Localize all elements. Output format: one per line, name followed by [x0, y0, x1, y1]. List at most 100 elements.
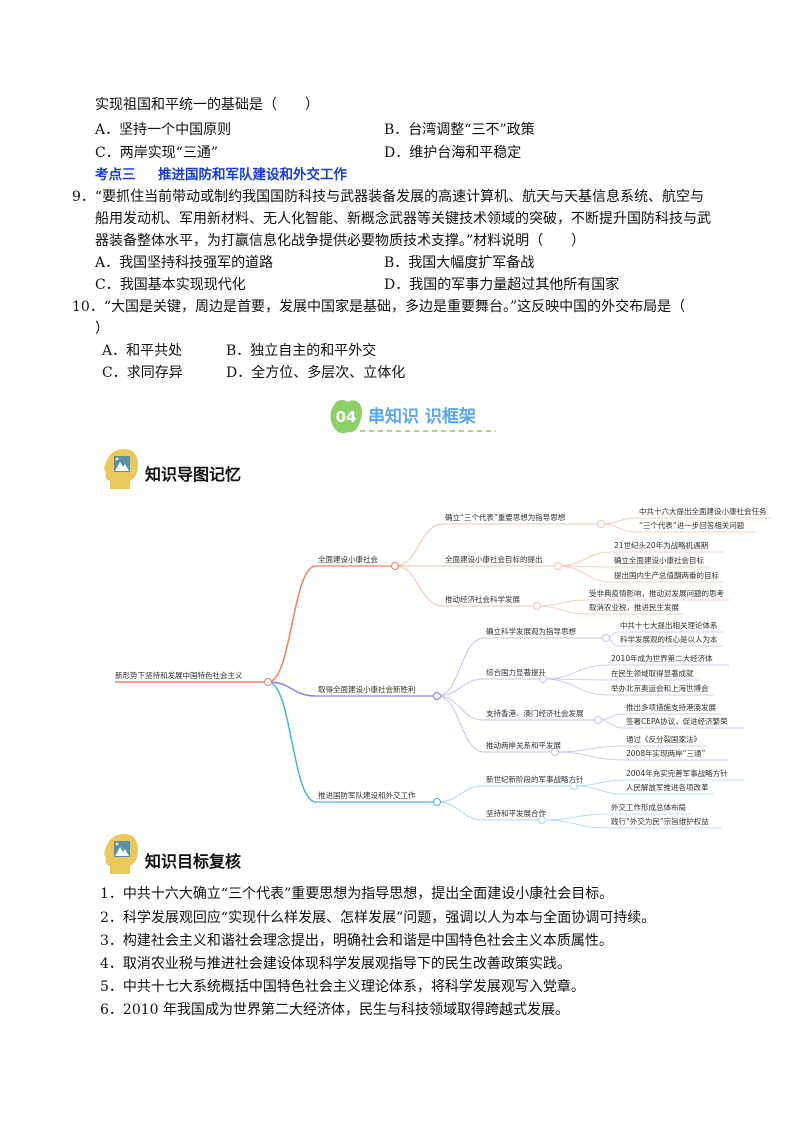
mindmap-collapse-node[interactable]: [594, 716, 602, 724]
head-picture-icon: [104, 449, 138, 489]
mindmap-collapse-node[interactable]: [433, 692, 441, 700]
q8-option-b: B．台湾调整“三不”政策: [384, 122, 535, 138]
q10-option-a: A．和平共处: [102, 343, 183, 359]
mindmap-connector: [394, 523, 444, 567]
mindmap-connector: [542, 678, 610, 696]
q10-option-b: B．独立自主的和平外交: [226, 343, 377, 359]
mindmap-leaf: 2010年成为世界第二大经济体: [611, 654, 713, 663]
mindmap-connector: [394, 565, 444, 607]
mindmap-subbranch: 坚持和平发展合作: [486, 809, 546, 818]
review-item: 6．2010 年我国成为世界第二大经济体，民生与科技领域取得跨越式发展。: [100, 1002, 569, 1018]
mindmap-connector: [600, 517, 638, 525]
mindmap-connector: [554, 751, 625, 761]
mindmap-leaf: 科学发展观的核心是以人为本: [620, 635, 718, 644]
mindmap-collapse-node[interactable]: [539, 675, 547, 683]
section-banner: 04 串知识 识框架: [330, 400, 496, 434]
mindmap-leaf: 受非典疫情影响，推动对发展问题的思考: [589, 589, 724, 598]
q9-stem-1: 9．“要抓住当前带动或制约我国国防科技与武器装备发展的高速计算机、航天与天基信息…: [72, 189, 705, 205]
mindmap-collapse-node[interactable]: [433, 798, 441, 806]
mindmap-connector: [600, 523, 638, 533]
mindmap-subbranch: 新世纪新阶段的军事战略方针: [486, 775, 584, 784]
mindmap-leaf: 通过《反分裂国家法》: [626, 735, 701, 744]
mindmap-connector: [436, 801, 485, 821]
mindmap-leaf: 2008年实现两岸“三通”: [626, 749, 706, 758]
banner-number: 04: [336, 408, 357, 426]
mindmap-leaf: 中共十七大提出相关理论体系: [620, 621, 718, 630]
section-title-mindmap: 知识导图记忆: [145, 465, 242, 484]
mindmap-branch: 全面建设小康社会: [318, 555, 378, 564]
mindmap-subbranch: 确立科学发展观为指导思想: [486, 627, 576, 636]
q10-option-d: D．全方位、多层次、立体化: [226, 365, 406, 381]
q10-stem-1: 10．“大国是关键，周边是首要，发展中国家是基础，多边是重要舞台。”这反映中国的…: [72, 299, 686, 315]
review-item: 5．中共十七大系统概括中国特色社会主义理论体系，将科学发展观写入党章。: [100, 979, 585, 995]
mindmap-collapse-node[interactable]: [533, 602, 541, 610]
mindmap-collapse-node[interactable]: [602, 634, 610, 642]
mindmap-subbranch: 确立“三个代表”重要思想为指导思想: [445, 513, 566, 522]
mindmap-collapse-node[interactable]: [538, 816, 546, 824]
mindmap-leaf: 在民生领域取得显著成就: [611, 669, 694, 678]
mindmap-connector: [573, 785, 625, 795]
q9-stem-2: 船用发动机、军用新材料、无人化智能、新概念武器等关键技术领域的突破，不断提升国防…: [95, 211, 711, 227]
mindmap-leaf: “三个代表”进一步回答相关问题: [639, 521, 745, 530]
review-item: 3．构建社会主义和谐社会理念提出，明确社会和谐是中国特色社会主义本质属性。: [100, 933, 613, 949]
mindmap-connector: [557, 551, 613, 567]
mindmap-connector: [557, 565, 613, 583]
mindmap-connector: [436, 785, 485, 803]
head-picture-icon: [104, 834, 138, 874]
mindmap-subbranch: 支持香港、澳门经济社会发展: [486, 709, 584, 718]
mindmap-collapse-node[interactable]: [264, 678, 272, 686]
review-item: 2．科学发展观回应“实现什么样发展、怎样发展”问题，强调以人为本与全面协调可持续…: [100, 910, 656, 926]
mindmap-leaf: 举办北京奥运会和上海世博会: [611, 684, 709, 693]
mindmap-connector: [436, 695, 485, 721]
mindmap-subbranch: 推动经济社会科学发展: [445, 595, 520, 604]
mindmap-leaf: 签署CEPA协议，促进经济繁荣: [626, 717, 728, 726]
mindmap-connector: [436, 678, 485, 697]
mindmap-leaf: 践行“外交为民”宗旨维护权益: [611, 817, 709, 826]
section-title-review: 知识目标复核: [145, 852, 242, 871]
mindmap-connector: [554, 745, 625, 753]
q10-stem-2: ）: [95, 321, 109, 337]
q8-option-d: D．维护台海和平稳定: [384, 145, 522, 161]
mindmap-leaf: 确立全面建设小康社会目标: [614, 556, 704, 565]
mindmap-connector: [597, 719, 625, 729]
mindmap-connector: [536, 599, 588, 607]
q9-option-c: C．我国基本实现现代化: [95, 277, 246, 293]
mindmap-leaf: 推出多项措施支持港澳发展: [626, 703, 716, 712]
review-item: 4．取消农业税与推进社会建设体现科学发展观指导下的民生改善政策实践。: [100, 956, 571, 972]
q9-option-d: D．我国的军事力量超过其他所有国家: [384, 277, 620, 293]
mindmap-subbranch: 推动两岸关系和平发展: [486, 741, 561, 750]
mindmap-leaf: 取消农业税，推进民生发展: [589, 603, 679, 612]
mindmap-collapse-node[interactable]: [597, 520, 605, 528]
kaodian-title: 推进国防和军队建设和外交工作: [158, 167, 347, 183]
q8-stem-tail: 实现祖国和平统一的基础是（ ）: [95, 97, 319, 113]
mindmap-collapse-node[interactable]: [554, 562, 562, 570]
mindmap-leaf: 2004年充实完善军事战略方针: [626, 769, 728, 778]
mindmap-branch: 取得全面建设小康社会新胜利: [318, 685, 416, 694]
mindmap-root: 新形势下坚持和发展中国特色社会主义: [115, 671, 243, 680]
mindmap-leaf: 中共十六大提出全面建设小康社会任务: [639, 507, 767, 516]
mindmap-connector: [436, 695, 485, 753]
mindmap-collapse-node[interactable]: [551, 748, 559, 756]
banner-title: 串知识 识框架: [368, 406, 476, 427]
q10-option-c: C．求同存异: [102, 365, 183, 381]
mindmap-connector: [267, 565, 317, 683]
mindmap-leaf: 提出国内生产总值翻两番的目标: [614, 571, 719, 580]
mindmap-collapse-node[interactable]: [391, 562, 399, 570]
q8-option-a: A．坚持一个中国原则: [95, 122, 232, 138]
banner-badge: [330, 400, 362, 434]
mindmap-connector: [267, 681, 317, 697]
q9-option-a: A．我国坚持科技强军的道路: [95, 255, 274, 271]
mindmap-leaf: 21世纪头20年为战略机遇期: [614, 541, 709, 550]
mindmap-connector: [436, 637, 485, 697]
mindmap-subbranch: 综合国力显著提升: [486, 668, 546, 677]
mindmap-connector: [542, 664, 610, 680]
kaodian-label: 考点三: [95, 167, 136, 183]
mindmap-connector: [541, 813, 610, 821]
q8-option-c: C．两岸实现“三通”: [95, 145, 219, 161]
mindmap-collapse-node[interactable]: [570, 782, 578, 790]
mindmap-connector: [267, 681, 317, 803]
mindmap-leaf: 人民解放军推进各项改革: [626, 783, 709, 792]
q9-stem-3: 器装备整体水平，为打赢信息化战争提供必要物质技术支撑。”材料说明（ ）: [95, 233, 586, 249]
